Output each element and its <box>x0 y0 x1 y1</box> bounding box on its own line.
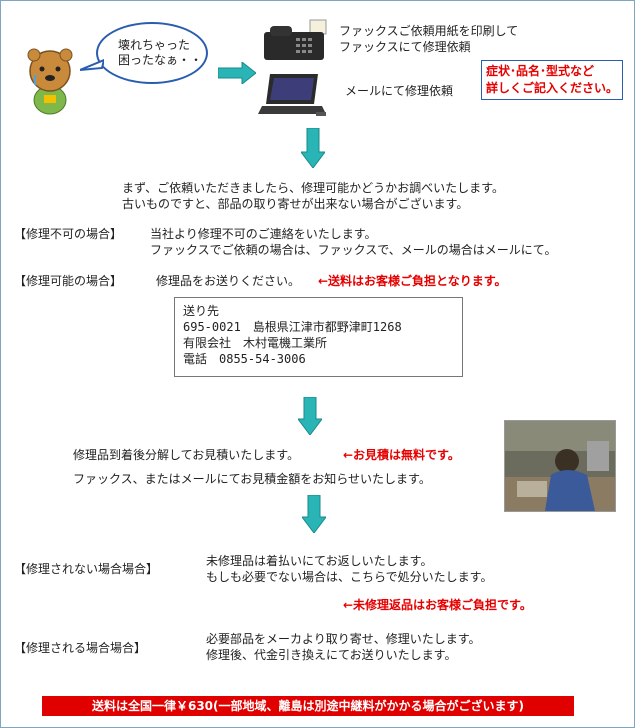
estimate-line-1: 修理品到着後分解してお見積いたします。 <box>73 448 300 462</box>
repaired-line-2: 修理後、代金引き換えにてお送りいたします。 <box>206 648 457 662</box>
intro-line-2: 古いものですと、部品の取り寄せが出来ない場合がございます。 <box>122 197 469 211</box>
shipping-footer-banner: 送料は全国一律￥630(一部地域、離島は別途中継料がかかる場合がございます) <box>42 696 574 716</box>
down-arrow-icon <box>298 397 322 435</box>
not-repaired-line-2: もしも必要でない場合は、こちらで処分いたします。 <box>206 570 493 584</box>
not-repaired-line-1: 未修理品は着払いにてお返しいたします。 <box>206 554 433 568</box>
repaired-label: 【修理される場合場合】 <box>14 641 147 655</box>
address-line-3: 電話 0855-54-3006 <box>183 352 306 366</box>
repairable-text: 修理品をお送りください。 <box>156 274 301 288</box>
fax-machine-icon <box>264 19 327 60</box>
notice-box: 症状･品名･型式など 詳しくご記入ください。 <box>481 60 623 100</box>
laptop-icon <box>258 74 326 116</box>
speech-bubble: 壊れちゃった 困ったなぁ・・ <box>96 22 208 84</box>
address-title: 送り先 <box>183 304 220 318</box>
technician-photo <box>504 420 616 512</box>
repaired-line-1: 必要部品をメーカより取り寄せ、修理いたします。 <box>206 632 481 646</box>
worried-character-icon <box>27 48 73 115</box>
down-arrow-icon <box>302 495 326 533</box>
fax-line-1: ファックスご依頼用紙を印刷して <box>339 24 519 38</box>
address-line-2: 有限会社 木村電機工業所 <box>183 336 328 350</box>
fax-line-2: ファックスにて修理依頼 <box>339 40 471 54</box>
not-repairable-line-2: ファックスでご依頼の場合は、ファックスで、メールの場合はメールにて。 <box>150 243 557 257</box>
not-repairable-label: 【修理不可の場合】 <box>14 227 123 241</box>
notice-line-1: 症状･品名･型式など <box>486 64 595 78</box>
down-arrow-icon <box>301 128 325 168</box>
address-box: 送り先 695-0021 島根県江津市都野津町1268 有限会社 木村電機工業所… <box>174 297 463 377</box>
mail-label: メールにて修理依頼 <box>345 84 454 98</box>
not-repaired-label: 【修理されない場合場合】 <box>14 562 159 576</box>
address-line-1: 695-0021 島根県江津市都野津町1268 <box>183 320 402 334</box>
notice-line-2: 詳しくご記入ください。 <box>486 81 619 95</box>
bubble-line-2: 困ったなぁ・・ <box>118 53 203 67</box>
repairable-label: 【修理可能の場合】 <box>14 274 123 288</box>
bubble-line-1: 壊れちゃった <box>118 38 191 52</box>
return-fee-note: ←未修理返品はお客様ご負担です。 <box>343 598 532 612</box>
right-arrow-icon <box>218 62 256 84</box>
free-estimate-note: ←お見積は無料です。 <box>343 448 460 462</box>
shipping-fee-note: ←送料はお客様ご負担となります。 <box>318 274 507 288</box>
estimate-line-2: ファックス、またはメールにてお見積金額をお知らせいたします。 <box>73 472 431 486</box>
bubble-tail-icon <box>80 58 104 71</box>
intro-line-1: まず、ご依頼いただきましたら、修理可能かどうかお調べいたします。 <box>122 181 504 195</box>
not-repairable-line-1: 当社より修理不可のご連絡をいたします。 <box>150 227 377 241</box>
